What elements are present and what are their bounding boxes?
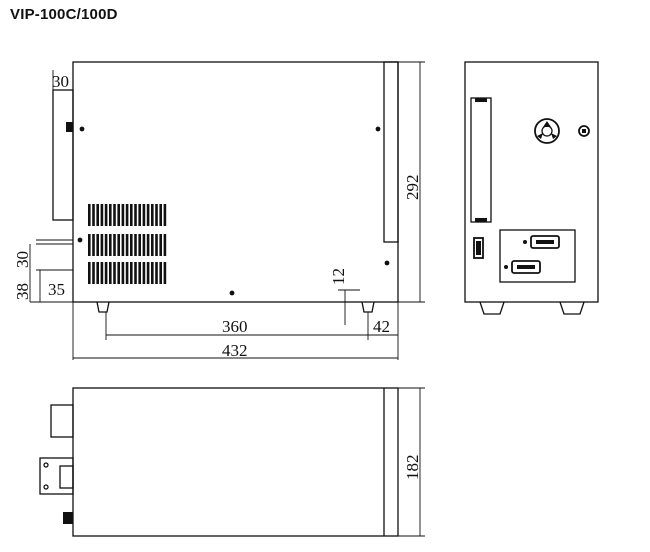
top-rear-block bbox=[50, 404, 74, 438]
vent-slot bbox=[96, 204, 99, 226]
vent-slot bbox=[163, 204, 167, 226]
vent-slot bbox=[142, 262, 146, 284]
front-view bbox=[464, 61, 599, 315]
vent-slot bbox=[121, 262, 125, 284]
dim-side-foot: 12 bbox=[329, 268, 348, 285]
vent-slot bbox=[92, 234, 95, 256]
vent-slot bbox=[146, 204, 150, 226]
vent-slot bbox=[109, 204, 112, 226]
vent-slot bbox=[138, 234, 141, 256]
vent-slot bbox=[125, 204, 129, 226]
dim-side-height: 292 bbox=[403, 175, 422, 201]
vent-slot bbox=[109, 262, 112, 284]
front-foot bbox=[479, 301, 505, 315]
vent-slot bbox=[151, 262, 154, 284]
dim-top-width: 182 bbox=[403, 455, 422, 481]
dim-side-depth-body: 360 bbox=[222, 317, 248, 336]
vent-slot bbox=[138, 204, 141, 226]
vent-slot bbox=[104, 262, 108, 284]
vent-slot bbox=[159, 262, 162, 284]
front-power-knob bbox=[534, 118, 560, 144]
vent-slot bbox=[134, 234, 137, 256]
vent-slot bbox=[151, 234, 154, 256]
front-foot bbox=[559, 301, 585, 315]
vent-slot bbox=[134, 204, 137, 226]
vent-slot bbox=[109, 234, 112, 256]
vent-slot bbox=[163, 234, 167, 256]
vent-slot bbox=[130, 262, 133, 284]
vent-slot bbox=[100, 234, 104, 256]
vent-slot bbox=[146, 234, 150, 256]
vent-slot bbox=[151, 204, 154, 226]
vent-slot bbox=[104, 204, 108, 226]
side-foot bbox=[96, 301, 110, 313]
front-serial-port bbox=[473, 237, 484, 259]
vent-slot bbox=[121, 204, 125, 226]
drawing-title: VIP-100C/100D bbox=[10, 6, 118, 23]
vent-slot bbox=[142, 234, 146, 256]
vent-slot bbox=[155, 234, 158, 256]
vent-slot bbox=[113, 204, 116, 226]
vent-slot bbox=[146, 262, 150, 284]
front-button bbox=[578, 125, 590, 137]
vent-slot bbox=[117, 204, 120, 226]
side-screw bbox=[77, 237, 83, 243]
dim-side-left-35: 35 bbox=[48, 280, 65, 299]
side-screw bbox=[375, 126, 381, 132]
side-rear-connector bbox=[66, 122, 73, 132]
vent-slot bbox=[125, 262, 129, 284]
vent-slot bbox=[138, 262, 141, 284]
front-body-outline bbox=[464, 61, 599, 303]
side-screw bbox=[229, 290, 235, 296]
vent-slot bbox=[88, 262, 91, 284]
top-view: 182 bbox=[39, 387, 425, 537]
front-connector-top bbox=[530, 235, 560, 249]
dim-side-left-30: 30 bbox=[13, 251, 32, 268]
vent-slot bbox=[155, 262, 158, 284]
vent-slot bbox=[96, 234, 99, 256]
side-front-panel bbox=[383, 61, 399, 243]
vent-slot bbox=[113, 234, 116, 256]
vent-slot bbox=[159, 204, 162, 226]
top-rear-connector bbox=[63, 512, 73, 524]
vent-slot bbox=[163, 262, 167, 284]
vent-slot bbox=[142, 204, 146, 226]
vent-slot bbox=[121, 234, 125, 256]
vent-slot bbox=[92, 262, 95, 284]
top-body-outline bbox=[72, 387, 399, 537]
front-connector-panel bbox=[499, 229, 576, 283]
side-view: 30 360 432 42 35 292 12 30 38 bbox=[13, 61, 425, 360]
vent-slot bbox=[130, 234, 133, 256]
vent-slot bbox=[113, 262, 116, 284]
vent-slot bbox=[100, 262, 104, 284]
front-connector-bottom bbox=[511, 260, 541, 274]
vent-slot bbox=[104, 234, 108, 256]
side-screw bbox=[384, 260, 390, 266]
dim-side-top-protrusion: 30 bbox=[52, 72, 69, 91]
dim-side-left-38: 38 bbox=[13, 283, 32, 300]
vent-slot bbox=[88, 234, 91, 256]
vent-slot bbox=[96, 262, 99, 284]
vent-slot bbox=[88, 204, 91, 226]
vent-slot bbox=[125, 234, 129, 256]
vent-slot bbox=[134, 262, 137, 284]
vent-slot bbox=[117, 262, 120, 284]
side-screw bbox=[79, 126, 85, 132]
dim-side-depth-total: 432 bbox=[222, 341, 248, 360]
side-foot bbox=[361, 301, 375, 313]
vent-slot bbox=[130, 204, 133, 226]
vent-slot bbox=[100, 204, 104, 226]
dim-side-rear-offset: 42 bbox=[373, 317, 390, 336]
vent-slot bbox=[92, 204, 95, 226]
vent-slot bbox=[155, 204, 158, 226]
side-rear-protrusion bbox=[52, 89, 74, 221]
vent-slot bbox=[117, 234, 120, 256]
vent-slot bbox=[159, 234, 162, 256]
front-handle bbox=[470, 97, 492, 223]
side-vent-grille bbox=[88, 204, 167, 284]
